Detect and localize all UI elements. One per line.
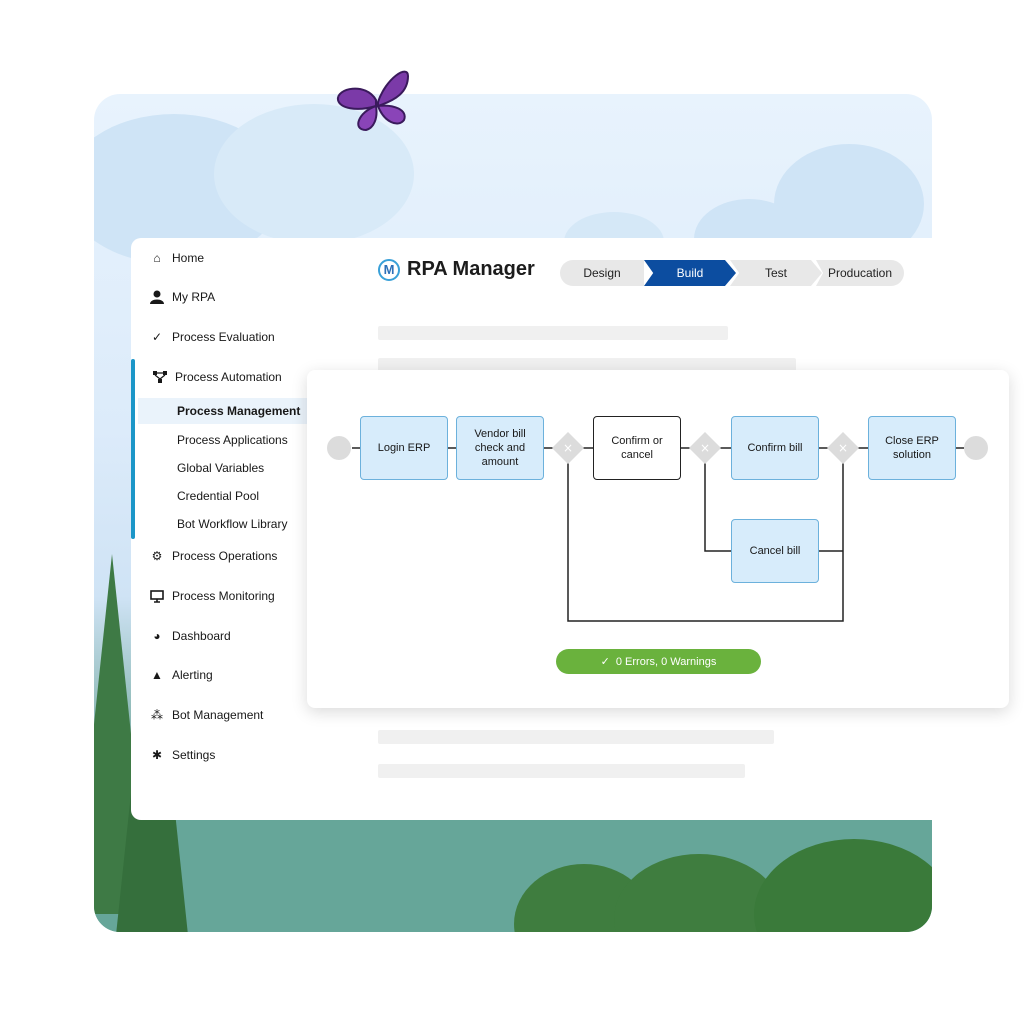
step-production[interactable]: Producation bbox=[816, 260, 904, 286]
sidebar-item-home[interactable]: ⌂ Home bbox=[150, 251, 204, 265]
step-test[interactable]: Test bbox=[730, 260, 822, 286]
app-brand: M RPA Manager bbox=[378, 258, 535, 281]
node-confirm-bill[interactable]: Confirm bill bbox=[731, 416, 819, 480]
sidebar-item-label: Home bbox=[172, 251, 205, 265]
sidebar-item-label: Bot Management bbox=[172, 708, 264, 722]
sidebar-item-settings[interactable]: ✱ Settings bbox=[150, 748, 215, 762]
node-close-erp[interactable]: Close ERP solution bbox=[868, 416, 956, 480]
sidebar-item-process-automation[interactable]: Process Automation bbox=[153, 370, 282, 384]
placeholder-line bbox=[378, 764, 745, 778]
sidebar-item-label: Process Monitoring bbox=[172, 589, 275, 603]
step-design[interactable]: Design bbox=[560, 260, 644, 286]
gateway-x-icon: × bbox=[563, 441, 573, 455]
subnav-item-bot-workflow-library[interactable]: Bot Workflow Library bbox=[177, 517, 288, 531]
pie-chart-icon: ◕ bbox=[153, 629, 161, 643]
warning-icon: ▲ bbox=[151, 668, 163, 682]
sidebar-item-label: Process Operations bbox=[172, 549, 278, 563]
step-build[interactable]: Build bbox=[644, 260, 736, 286]
sidebar-item-bot-management[interactable]: ⁂ Bot Management bbox=[150, 708, 263, 722]
sidebar-item-process-operations[interactable]: ⚙ Process Operations bbox=[150, 549, 278, 563]
gateway-node[interactable] bbox=[689, 432, 721, 464]
home-icon: ⌂ bbox=[153, 251, 161, 265]
subnav-item-global-variables[interactable]: Global Variables bbox=[177, 461, 265, 475]
sidebar-active-indicator bbox=[131, 359, 135, 539]
check-icon: ✓ bbox=[600, 656, 610, 668]
sidebar-item-label: Process Automation bbox=[175, 370, 282, 384]
sidebar-item-label: My RPA bbox=[172, 290, 216, 304]
gateway-x-icon: × bbox=[700, 441, 710, 455]
subnav-item-process-management[interactable]: Process Management bbox=[138, 398, 307, 424]
subnav-item-credential-pool[interactable]: Credential Pool bbox=[177, 489, 260, 503]
node-vendor-bill[interactable]: Vendor bill check and amount bbox=[456, 416, 544, 480]
sidebar-item-label: Alerting bbox=[172, 668, 213, 682]
gateway-node[interactable] bbox=[827, 432, 859, 464]
sidebar-item-label: Dashboard bbox=[172, 629, 231, 643]
validation-status-badge: ✓ 0 Errors, 0 Warnings bbox=[556, 649, 761, 674]
node-cancel-bill[interactable]: Cancel bill bbox=[731, 519, 819, 583]
bot-icon: ⁂ bbox=[151, 708, 163, 722]
gateway-x-icon: × bbox=[838, 441, 848, 455]
placeholder-line bbox=[378, 730, 774, 744]
gear-icon: ✱ bbox=[151, 748, 163, 762]
monitor-icon bbox=[150, 589, 164, 603]
user-icon bbox=[150, 290, 164, 304]
sidebar-item-label: Process Evaluation bbox=[172, 330, 275, 344]
start-node[interactable] bbox=[327, 436, 351, 460]
sidebar-item-dashboard[interactable]: ◕ Dashboard bbox=[150, 629, 231, 643]
node-confirm-or-cancel[interactable]: Confirm or cancel bbox=[593, 416, 681, 480]
progress-steps: Design Build Test Producation bbox=[560, 260, 904, 286]
gateway-node[interactable] bbox=[552, 432, 584, 464]
sidebar-item-process-evaluation[interactable]: ✓ Process Evaluation bbox=[150, 330, 275, 344]
flow-icon bbox=[153, 370, 167, 384]
mulesoft-logo-icon: M bbox=[378, 258, 400, 281]
placeholder-line bbox=[378, 326, 728, 340]
subnav-item-process-applications[interactable]: Process Applications bbox=[177, 433, 288, 447]
sidebar-item-alerting[interactable]: ▲ Alerting bbox=[150, 668, 213, 682]
node-login-erp[interactable]: Login ERP bbox=[360, 416, 448, 480]
end-node[interactable] bbox=[964, 436, 988, 460]
validation-status-text: 0 Errors, 0 Warnings bbox=[615, 655, 717, 668]
check-icon: ✓ bbox=[151, 330, 163, 344]
sidebar-item-my-rpa[interactable]: My RPA bbox=[150, 290, 215, 304]
sidebar-item-process-monitoring[interactable]: Process Monitoring bbox=[150, 589, 275, 603]
operations-icon: ⚙ bbox=[151, 549, 163, 563]
sidebar-item-label: Settings bbox=[172, 748, 216, 762]
app-title: RPA Manager bbox=[407, 258, 535, 280]
placeholder-line bbox=[378, 358, 796, 372]
